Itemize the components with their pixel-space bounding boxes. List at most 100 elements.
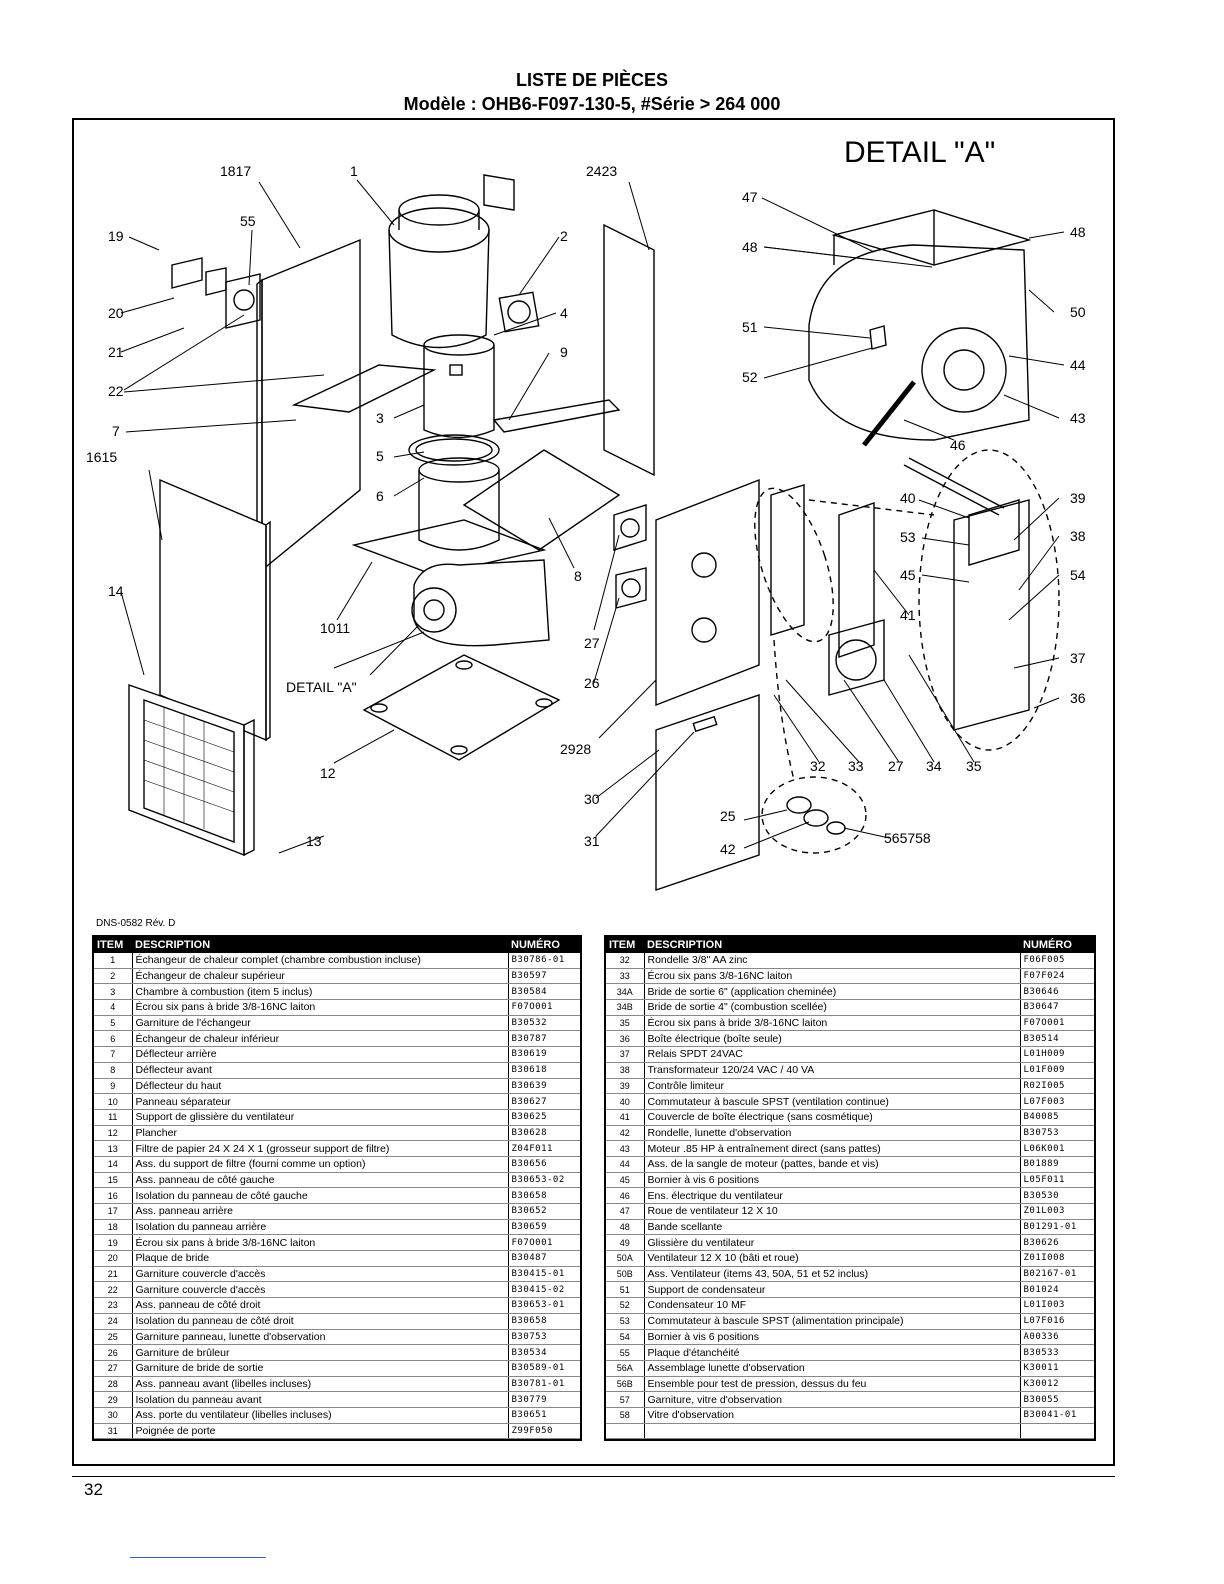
part-description: Garniture couvercle d'accès: [132, 1281, 509, 1299]
diagram-parts: [128, 174, 1060, 891]
header-item: ITEM: [606, 937, 644, 953]
part-description: Écrou six pans à bride 3/8-16NC laiton: [132, 999, 509, 1016]
callout-50: 50: [1070, 304, 1086, 320]
part-number: B30656: [508, 1156, 580, 1173]
model-subtitle: Modèle : OHB6-F097-130-5, #Série > 264 0…: [403, 94, 781, 114]
callout-2: 2: [560, 228, 568, 244]
header-description: DESCRIPTION: [644, 937, 1020, 953]
part-description: Bride de sortie 4" (combustion scellée): [644, 999, 1021, 1016]
part-item: 35: [606, 1015, 645, 1032]
part-number: B30597: [508, 968, 580, 985]
part-number: Z01L003: [1020, 1203, 1094, 1220]
part-description: Garniture de brûleur: [132, 1344, 509, 1361]
part-description: Isolation du panneau de côté droit: [132, 1313, 509, 1330]
part-number: B01889: [1020, 1156, 1094, 1173]
callout-37: 37: [1070, 650, 1086, 666]
part-description: Couvercle de boîte électrique (sans cosm…: [644, 1109, 1021, 1126]
part-number: B30639: [508, 1078, 580, 1095]
part-description: Ass. panneau de côté gauche: [132, 1172, 509, 1189]
part-item: 27: [94, 1360, 133, 1377]
part-item: 41: [606, 1109, 645, 1126]
part-number: B02167-01: [1020, 1266, 1094, 1283]
part-description: Commutateur à bascule SPST (ventilation …: [644, 1093, 1021, 1110]
part-description: Plaque d'étanchéité: [644, 1344, 1021, 1361]
callout-40: 40: [900, 490, 916, 506]
callout-48b: 48: [1070, 224, 1086, 240]
part-item: 20: [94, 1250, 133, 1267]
part-description: Ass. panneau arrière: [132, 1203, 509, 1220]
part-item: 15: [94, 1172, 133, 1189]
part-number: B30487: [508, 1250, 580, 1267]
part-number: B30627: [508, 1093, 580, 1110]
part-description: Bride de sortie 6" (application cheminée…: [644, 983, 1021, 1001]
part-number: F06F005: [1020, 953, 1094, 969]
table-header-row: ITEM DESCRIPTION NUMÉRO: [606, 937, 1094, 953]
part-item: 33: [606, 968, 645, 985]
part-item: 24: [94, 1313, 133, 1330]
part-number: B30589-01: [508, 1360, 580, 1377]
part-item: 38: [606, 1062, 645, 1079]
part-number: L06K001: [1020, 1140, 1094, 1157]
part-description: Échangeur de chaleur complet (chambre co…: [132, 953, 509, 969]
part-item: 44: [606, 1156, 645, 1173]
part-description: Poignée de porte: [132, 1423, 509, 1440]
callout-3: 3: [376, 410, 384, 426]
callout-12: 12: [320, 765, 336, 781]
part-number: B30532: [508, 1015, 580, 1032]
part-description: Chambre à combustion (item 5 inclus): [132, 983, 509, 1001]
callout-45: 45: [900, 567, 916, 583]
callout-38: 38: [1070, 528, 1086, 544]
part-item: 36: [606, 1030, 645, 1048]
part-item: 34B: [606, 999, 645, 1016]
part-description: Vitre d'observation: [644, 1407, 1021, 1424]
part-number: L01F009: [1020, 1062, 1094, 1079]
part-item: 28: [94, 1376, 133, 1393]
part-number: A00336: [1020, 1329, 1094, 1346]
part-description: Écrou six pans à bride 3/8-16NC laiton: [644, 1015, 1021, 1032]
part-description: Support de glissière du ventilateur: [132, 1109, 509, 1126]
footer-rule: [72, 1476, 1115, 1477]
callout-39: 39: [1070, 490, 1086, 506]
part-description: Ass. panneau de côté droit: [132, 1297, 509, 1314]
part-item: 50B: [606, 1266, 645, 1283]
part-item: 42: [606, 1125, 645, 1142]
part-description: Échangeur de chaleur supérieur: [132, 968, 509, 985]
part-description: Plancher: [132, 1125, 509, 1142]
part-description: Isolation du panneau de côté gauche: [132, 1187, 509, 1204]
leader-lines: [120, 179, 1065, 854]
part-number: B30626: [1020, 1234, 1094, 1252]
callout-30: 30: [584, 791, 600, 807]
header-item: ITEM: [94, 937, 132, 953]
part-number: K30011: [1020, 1360, 1094, 1377]
part-description: Contrôle limiteur: [644, 1078, 1021, 1095]
exploded-parts-diagram: DETAIL "A" DETAIL "A" 1817 1 2423 19 55 …: [86, 136, 1086, 891]
callout-31: 31: [584, 833, 600, 849]
callout-25: 25: [720, 808, 736, 824]
part-number: B30651: [508, 1407, 580, 1424]
part-description: Ens. électrique du ventilateur: [644, 1187, 1021, 1204]
right-side-panel: [603, 223, 655, 477]
